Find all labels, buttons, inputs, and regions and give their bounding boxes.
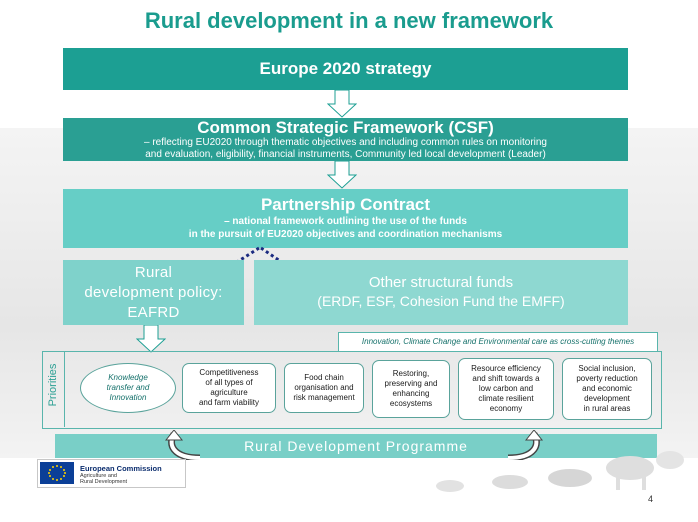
csf-line1: – reflecting EU2020 through thematic obj… xyxy=(143,137,547,148)
partnership-line2: in the pursuit of EU2020 objectives and … xyxy=(188,229,503,240)
knowledge-transfer-oval: Knowledge transfer and Innovation xyxy=(80,363,176,413)
eu-flag-icon xyxy=(40,462,74,484)
rural-policy-line1: Rural xyxy=(134,264,173,281)
knowledge-line2: transfer and xyxy=(106,383,150,392)
down-arrow-icon xyxy=(327,90,357,118)
down-arrow-icon xyxy=(327,161,357,189)
priority-text: of all types of xyxy=(205,378,253,387)
rural-development-programme-bar: Rural Development Programme xyxy=(55,434,657,458)
priorities-label: Priorities xyxy=(47,363,59,407)
other-funds-sub: (ERDF, ESF, Cohesion Fund the EMFF) xyxy=(317,293,565,309)
priority-text: preserving and xyxy=(384,379,438,388)
priorities-frame xyxy=(42,351,662,429)
europe2020-box: Europe 2020 strategy xyxy=(63,48,628,90)
slide-title: Rural development in a new framework xyxy=(144,8,554,33)
priority-food-chain: Food chain organisation and risk managem… xyxy=(284,363,364,413)
ec-title: European Commission xyxy=(80,464,162,473)
page-number: 4 xyxy=(648,494,654,504)
curved-arrow-left-icon xyxy=(164,430,201,460)
ec-subtitle: Agriculture and Rural Development xyxy=(80,473,127,485)
rural-development-policy-box: Rural development policy: EAFRD xyxy=(63,260,244,325)
priority-text: Social inclusion, xyxy=(578,364,636,373)
ec-line2: Rural Development xyxy=(80,479,128,485)
rural-policy-line2: development policy: xyxy=(84,284,223,301)
priority-text: enhancing xyxy=(392,389,430,398)
priority-text: Restoring, xyxy=(392,369,430,378)
priority-text: Competitiveness xyxy=(199,368,259,377)
cross-cutting-themes-banner: Innovation, Climate Change and Environme… xyxy=(338,332,658,352)
other-structural-funds-box: Other structural funds (ERDF, ESF, Cohes… xyxy=(254,260,628,325)
csf-heading: Common Strategic Framework (CSF) xyxy=(197,118,494,137)
priority-text: low carbon and xyxy=(478,384,534,393)
knowledge-line1: Knowledge xyxy=(108,373,148,382)
down-arrow-icon xyxy=(136,325,166,353)
curved-arrow-right-icon xyxy=(507,430,544,460)
priority-text: in rural areas xyxy=(583,404,631,413)
other-funds-heading: Other structural funds xyxy=(368,274,514,291)
priority-text: and economic xyxy=(582,384,632,393)
european-commission-logo: European Commission Agriculture and Rura… xyxy=(37,459,186,488)
priority-text: agriculture xyxy=(210,388,248,397)
partnership-contract-box: Partnership Contract – national framewor… xyxy=(63,189,628,248)
priority-text: development xyxy=(584,394,630,403)
priority-ecosystems: Restoring, preserving and enhancing ecos… xyxy=(372,360,450,418)
priority-text: organisation and xyxy=(294,383,354,392)
knowledge-line3: Innovation xyxy=(109,393,147,402)
priority-text: Food chain xyxy=(304,373,344,382)
priority-text: and farm viability xyxy=(198,398,260,407)
farm-animals-silhouette-icon xyxy=(436,451,684,492)
csf-box: Common Strategic Framework (CSF) – refle… xyxy=(63,118,628,161)
priority-text: ecosystems xyxy=(389,399,433,408)
priorities-label-column: Priorities xyxy=(42,351,65,427)
priority-social-inclusion: Social inclusion, poverty reduction and … xyxy=(562,358,652,420)
rural-policy-line3: EAFRD xyxy=(127,304,180,321)
priority-text: economy xyxy=(489,404,523,413)
priority-resource-efficiency: Resource efficiency and shift towards a … xyxy=(458,358,554,420)
ec-line1: Agriculture and xyxy=(80,473,117,479)
csf-line2: and evaluation, eligibility, financial i… xyxy=(145,149,546,160)
europe2020-label: Europe 2020 strategy xyxy=(259,59,432,78)
partnership-line1: – national framework outlining the use o… xyxy=(224,216,467,227)
partnership-heading: Partnership Contract xyxy=(260,195,431,214)
priority-competitiveness: Competitiveness of all types of agricult… xyxy=(182,363,276,413)
priority-text: poverty reduction xyxy=(576,374,638,383)
priority-text: and shift towards a xyxy=(472,374,540,383)
priority-text: climate resilient xyxy=(478,394,534,403)
priority-text: risk management xyxy=(293,393,355,402)
priority-text: Resource efficiency xyxy=(471,364,541,373)
